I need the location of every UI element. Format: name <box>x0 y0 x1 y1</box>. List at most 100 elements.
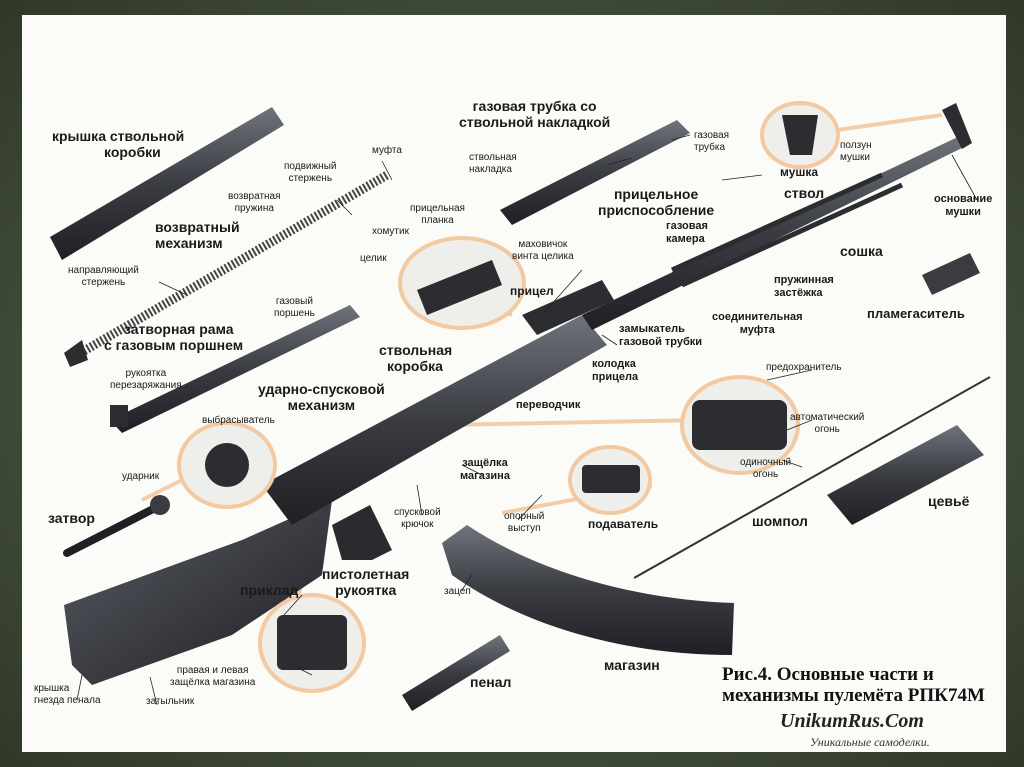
label-safety: предохранитель <box>766 362 842 373</box>
label-flywheel: маховичок винта целика <box>512 239 574 262</box>
label-gas-tube-line2: ствольной накладкой <box>459 114 611 131</box>
label-handguard-line1: ствольная <box>469 152 517 163</box>
label-sight-device: прицельное приспособление <box>598 186 714 218</box>
label-kit-cover-line1: крышка <box>34 683 70 694</box>
inset-selector <box>680 375 800 475</box>
callout-lines <box>76 134 978 706</box>
label-sight-rail-line2: планка <box>421 214 454 226</box>
label-trigger-mech: ударно-спусковой механизм <box>258 381 385 413</box>
label-front-sight-slide-line2: мушки <box>840 151 870 163</box>
label-gas-chamber-line1: газовая <box>666 220 708 232</box>
label-trigger-line1: спусковой <box>394 507 441 518</box>
label-gas-chamber-line2: камера <box>666 232 705 245</box>
label-hook: зацеп <box>444 586 471 597</box>
label-guide-rod: направляющий стержень <box>68 265 139 288</box>
figure-caption-line2: механизмы пулемёта РПК74М <box>722 685 985 707</box>
label-magazine: магазин <box>604 657 660 673</box>
label-coupling: соединительная муфта <box>712 311 803 336</box>
label-sight-block-line1: колодка <box>592 358 636 370</box>
label-mag-catch-line1: защёлка <box>462 457 508 469</box>
label-gas-tube: газовая трубка со ствольной накладкой <box>459 98 610 130</box>
barrel-shape <box>582 135 968 330</box>
magazine-shape <box>442 525 734 655</box>
label-pistol-grip: пистолетная рукоятка <box>322 566 409 598</box>
inset-front-sight <box>760 101 840 169</box>
label-bolt-carrier-line1: затворная рама <box>124 321 234 337</box>
label-flash-hider: пламегаситель <box>867 306 965 321</box>
pistol-grip-shape <box>332 505 392 560</box>
label-charging-handle: рукоятка перезаряжания <box>110 368 182 391</box>
label-bolt-carrier: затворная рама с газовым поршнем <box>104 321 243 353</box>
label-stock: приклад <box>240 582 299 598</box>
label-sight-device-line1: прицельное <box>613 186 699 202</box>
label-handguard: ствольная накладка <box>469 152 517 175</box>
label-trigger-line2: крючок <box>401 518 434 530</box>
label-rear-sight: прицел <box>510 284 554 298</box>
label-sight-rail-line1: прицельная <box>410 203 465 214</box>
label-moving-rod-line1: подвижный <box>284 161 337 172</box>
label-guide-rod-line1: направляющий <box>68 265 139 276</box>
gas-tube-shape <box>500 120 690 225</box>
label-gas-tube-line1: газовая трубка со <box>472 98 597 114</box>
label-barrel: ствол <box>784 185 825 201</box>
label-firing-pin: ударник <box>122 471 160 482</box>
label-front-sight: мушка <box>780 165 819 179</box>
label-trigger: спусковой крючок <box>394 507 441 530</box>
label-trigger-mech-line2: механизм <box>287 397 356 414</box>
label-gas-tube-small-line1: газовая <box>694 130 730 141</box>
stock-shape <box>64 500 332 685</box>
label-front-sight-base: основание мушки <box>934 193 992 218</box>
label-return-mech-line1: возвратный <box>155 219 240 235</box>
label-return-mech: возвратный механизм <box>155 219 240 251</box>
label-single-fire-line2: огонь <box>752 468 779 480</box>
label-charging-handle-line2: перезаряжания <box>110 379 182 391</box>
label-cleaning-rod: шомпол <box>752 513 808 529</box>
receiver-shape <box>262 315 607 525</box>
guide-rod-end <box>64 340 88 367</box>
label-gas-chamber: газовая камера <box>666 220 708 245</box>
label-mag-catch-line2: магазина <box>460 469 510 482</box>
label-receiver-cover-line1: крышка ствольной <box>52 128 185 144</box>
label-fire-selector: переводчик <box>516 399 581 411</box>
inset-extractor <box>177 421 277 509</box>
label-front-sight-slide: ползун мушки <box>840 140 872 163</box>
label-mag-catch: защёлка магазина <box>460 457 510 482</box>
label-auto-fire-line2: огонь <box>814 423 840 435</box>
label-gas-tube-lock: замыкатель газовой трубки <box>619 323 702 348</box>
brand-watermark: UnikumRus.Com <box>780 710 924 732</box>
label-front-sight-slide-line1: ползун <box>840 140 872 151</box>
charging-handle-shape <box>110 405 128 427</box>
figure-caption-line1: Рис.4. Основные части и <box>722 664 934 685</box>
label-coupling-line2: муфта <box>739 323 775 336</box>
label-gas-tube-small: газовая трубка <box>694 130 729 153</box>
brand-tagline: Уникальные самоделки. <box>810 735 930 749</box>
label-front-sight-base-line2: мушки <box>945 205 981 218</box>
figure-caption: Рис.4. Основные части и механизмы пулемё… <box>722 664 985 707</box>
label-coupling-line1: соединительная <box>712 311 803 323</box>
label-forend: цевьё <box>928 493 970 509</box>
label-gas-piston: газовый поршень <box>274 296 315 319</box>
diagram-sheet: крышка ствольной коробки газовая трубка … <box>22 15 1006 752</box>
label-receiver-cover: крышка ствольной коробки <box>52 128 184 160</box>
label-single-fire: одиночный огонь <box>740 457 791 480</box>
label-muzzle: муфта <box>372 145 402 156</box>
label-handguard-line2: накладка <box>469 163 512 175</box>
rear-sight-shape <box>522 280 614 335</box>
label-bolt: затвор <box>48 510 95 526</box>
label-return-mech-line2: механизм <box>155 235 223 252</box>
label-kit-cover-line2: гнезда пенала <box>34 694 101 706</box>
label-gas-tube-small-line2: трубка <box>694 141 726 153</box>
flash-hider-shape <box>922 253 980 295</box>
label-flywheel-line2: винта целика <box>512 250 574 262</box>
label-gas-piston-line2: поршень <box>274 307 315 319</box>
inset-mag-latch <box>258 593 366 693</box>
label-mag-latches-line1: правая и левая <box>176 665 249 676</box>
label-kit-case: пенал <box>470 674 512 690</box>
label-gas-tube-lock-line1: замыкатель <box>619 323 685 335</box>
label-butt-plate: затыльник <box>146 696 195 707</box>
label-kit-cover: крышка гнезда пенала <box>34 683 101 706</box>
weapon-illustration <box>50 101 991 711</box>
inset-rear-sight <box>398 236 526 330</box>
label-gas-tube-lock-line2: газовой трубки <box>619 335 703 348</box>
label-auto-fire-line1: автоматический <box>790 412 865 423</box>
